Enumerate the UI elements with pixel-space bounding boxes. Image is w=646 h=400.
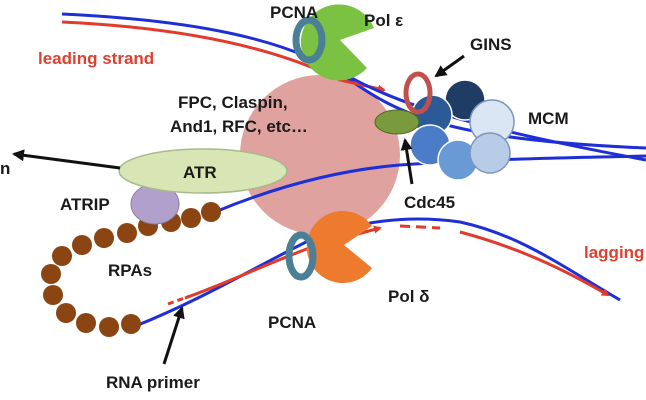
rpa-bead [181, 208, 201, 228]
lagging-template-strand [137, 217, 621, 327]
pcna-bottom-label: PCNA [268, 313, 316, 332]
pcna-top-label: PCNA [270, 3, 318, 22]
lagging-new-strand [184, 242, 321, 300]
mcm-helicase [409, 79, 515, 181]
gins-arrow [434, 54, 465, 78]
rna-primer-arrow [162, 306, 185, 365]
pcna-top-ring [292, 16, 326, 64]
mcm-subunit [469, 132, 511, 174]
lagging-strand-right [459, 230, 610, 297]
pol-epsilon-label: Pol ε [364, 11, 403, 30]
fpc-label-line1: FPC, Claspin, [178, 93, 288, 112]
rpa-bead [117, 223, 137, 243]
lagging-strand-dashes [399, 224, 441, 230]
leading-strand-label: leading strand [38, 49, 154, 68]
rpa-bead [52, 246, 72, 266]
gins-protein [403, 71, 433, 115]
rpa-bead [43, 285, 63, 305]
rpa-bead [56, 303, 76, 323]
pol-delta [306, 211, 372, 283]
replisome-hub [240, 75, 400, 235]
mcm-label: MCM [528, 109, 569, 128]
cdc45-label: Cdc45 [404, 193, 455, 212]
rna-primer-label: RNA primer [106, 373, 200, 392]
pcna-bottom-ring [285, 231, 317, 281]
gins-label: GINS [470, 35, 512, 54]
rpa-bead [41, 264, 61, 284]
rpa-bead [201, 202, 221, 222]
rna-primer-segment [167, 294, 191, 306]
rpas-label: RPAs [108, 261, 152, 280]
lagging-strand-label: lagging [584, 243, 644, 262]
rpa-bead [76, 313, 96, 333]
cdc45-protein [374, 109, 420, 135]
ssdna-strand [214, 154, 646, 214]
atr-label: ATR [183, 163, 217, 182]
atr-protein [118, 148, 288, 194]
rpa-bead [94, 228, 114, 248]
rpa-bead [121, 314, 141, 334]
rpa-bead [72, 235, 92, 255]
fpc-label-line2: And1, RFC, etc… [170, 117, 308, 136]
atr-arrow-text: n [0, 159, 10, 178]
atr-arrow [12, 149, 121, 170]
rpa-bead [99, 317, 119, 337]
cdc45-arrow [400, 138, 414, 185]
pol-delta-label: Pol δ [388, 287, 429, 306]
atrip-label: ATRIP [60, 195, 110, 214]
